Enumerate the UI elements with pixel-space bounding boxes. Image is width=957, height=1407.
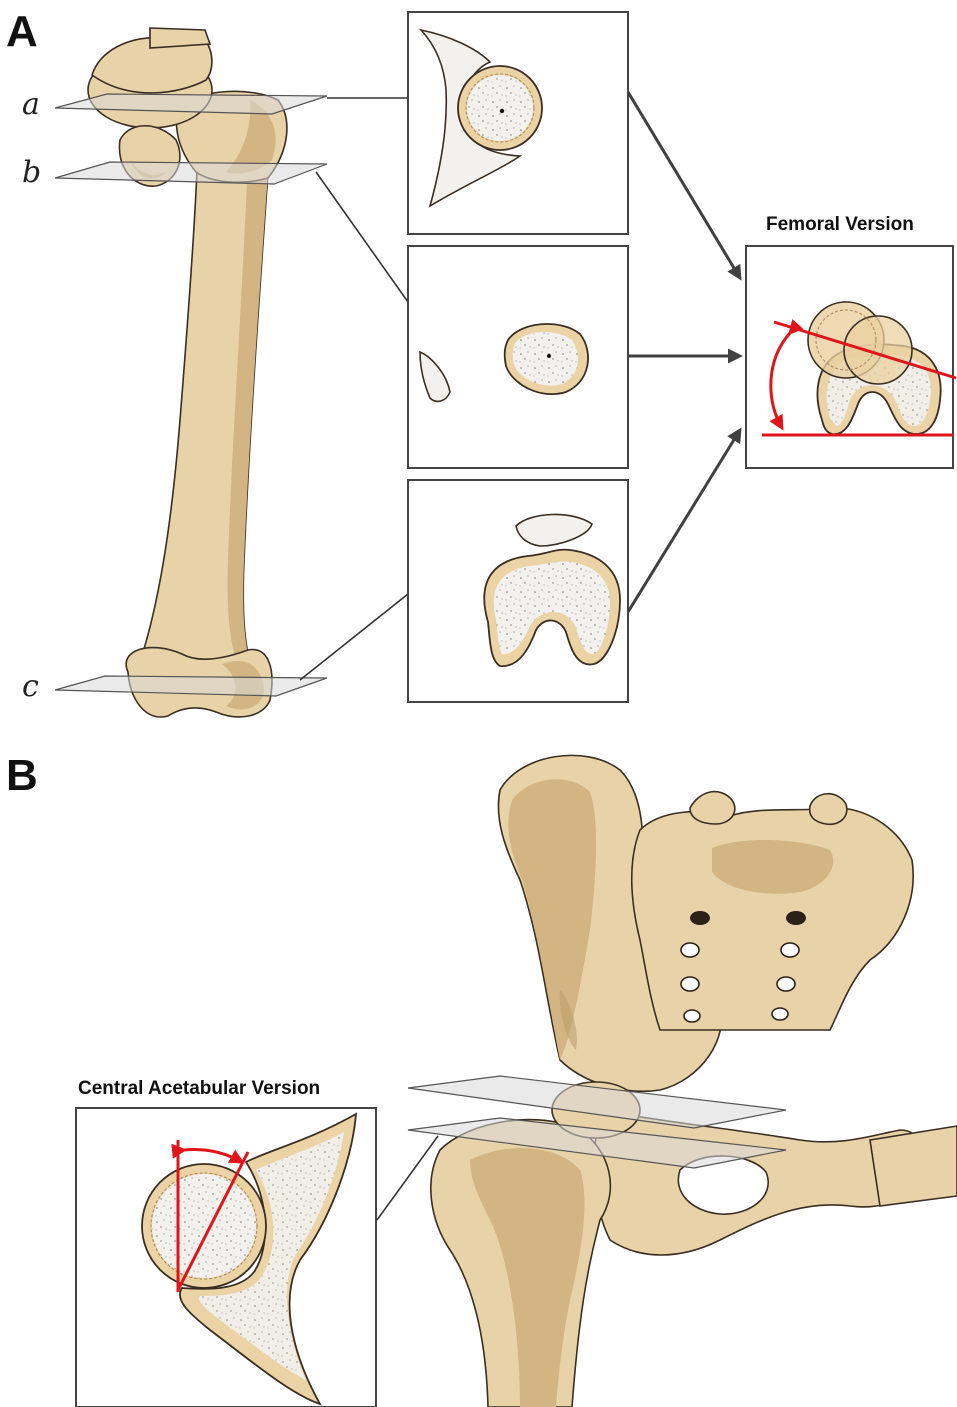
section-box-b	[408, 246, 628, 468]
section-box-c	[408, 480, 628, 702]
central-acetabular-version-title: Central Acetabular Version	[78, 1078, 320, 1099]
plane-b	[55, 162, 327, 184]
plane-c	[55, 676, 327, 696]
panel-b-letter: B	[6, 751, 38, 800]
femoral-version-box: Femoral Version	[746, 214, 956, 468]
femoral-version-title: Femoral Version	[766, 214, 914, 235]
leader-line-c	[300, 594, 408, 680]
section-box-a	[408, 12, 628, 234]
leader-line-b	[316, 172, 408, 302]
plane-a-label: a	[22, 87, 40, 122]
leader-line-acetabulum	[377, 1136, 438, 1220]
femur-illustration	[88, 28, 287, 717]
panel-b: B	[6, 751, 957, 1407]
panel-a-letter: A	[6, 7, 38, 56]
plane-c-label: c	[22, 669, 39, 704]
central-acetabular-version-box: Central Acetabular Version	[76, 1078, 376, 1407]
plane-b-label: b	[22, 155, 41, 190]
arrow-from-c	[628, 430, 740, 612]
arrow-from-a	[628, 92, 740, 278]
plane-a	[55, 94, 327, 114]
panel-a: A a b c	[6, 7, 956, 717]
